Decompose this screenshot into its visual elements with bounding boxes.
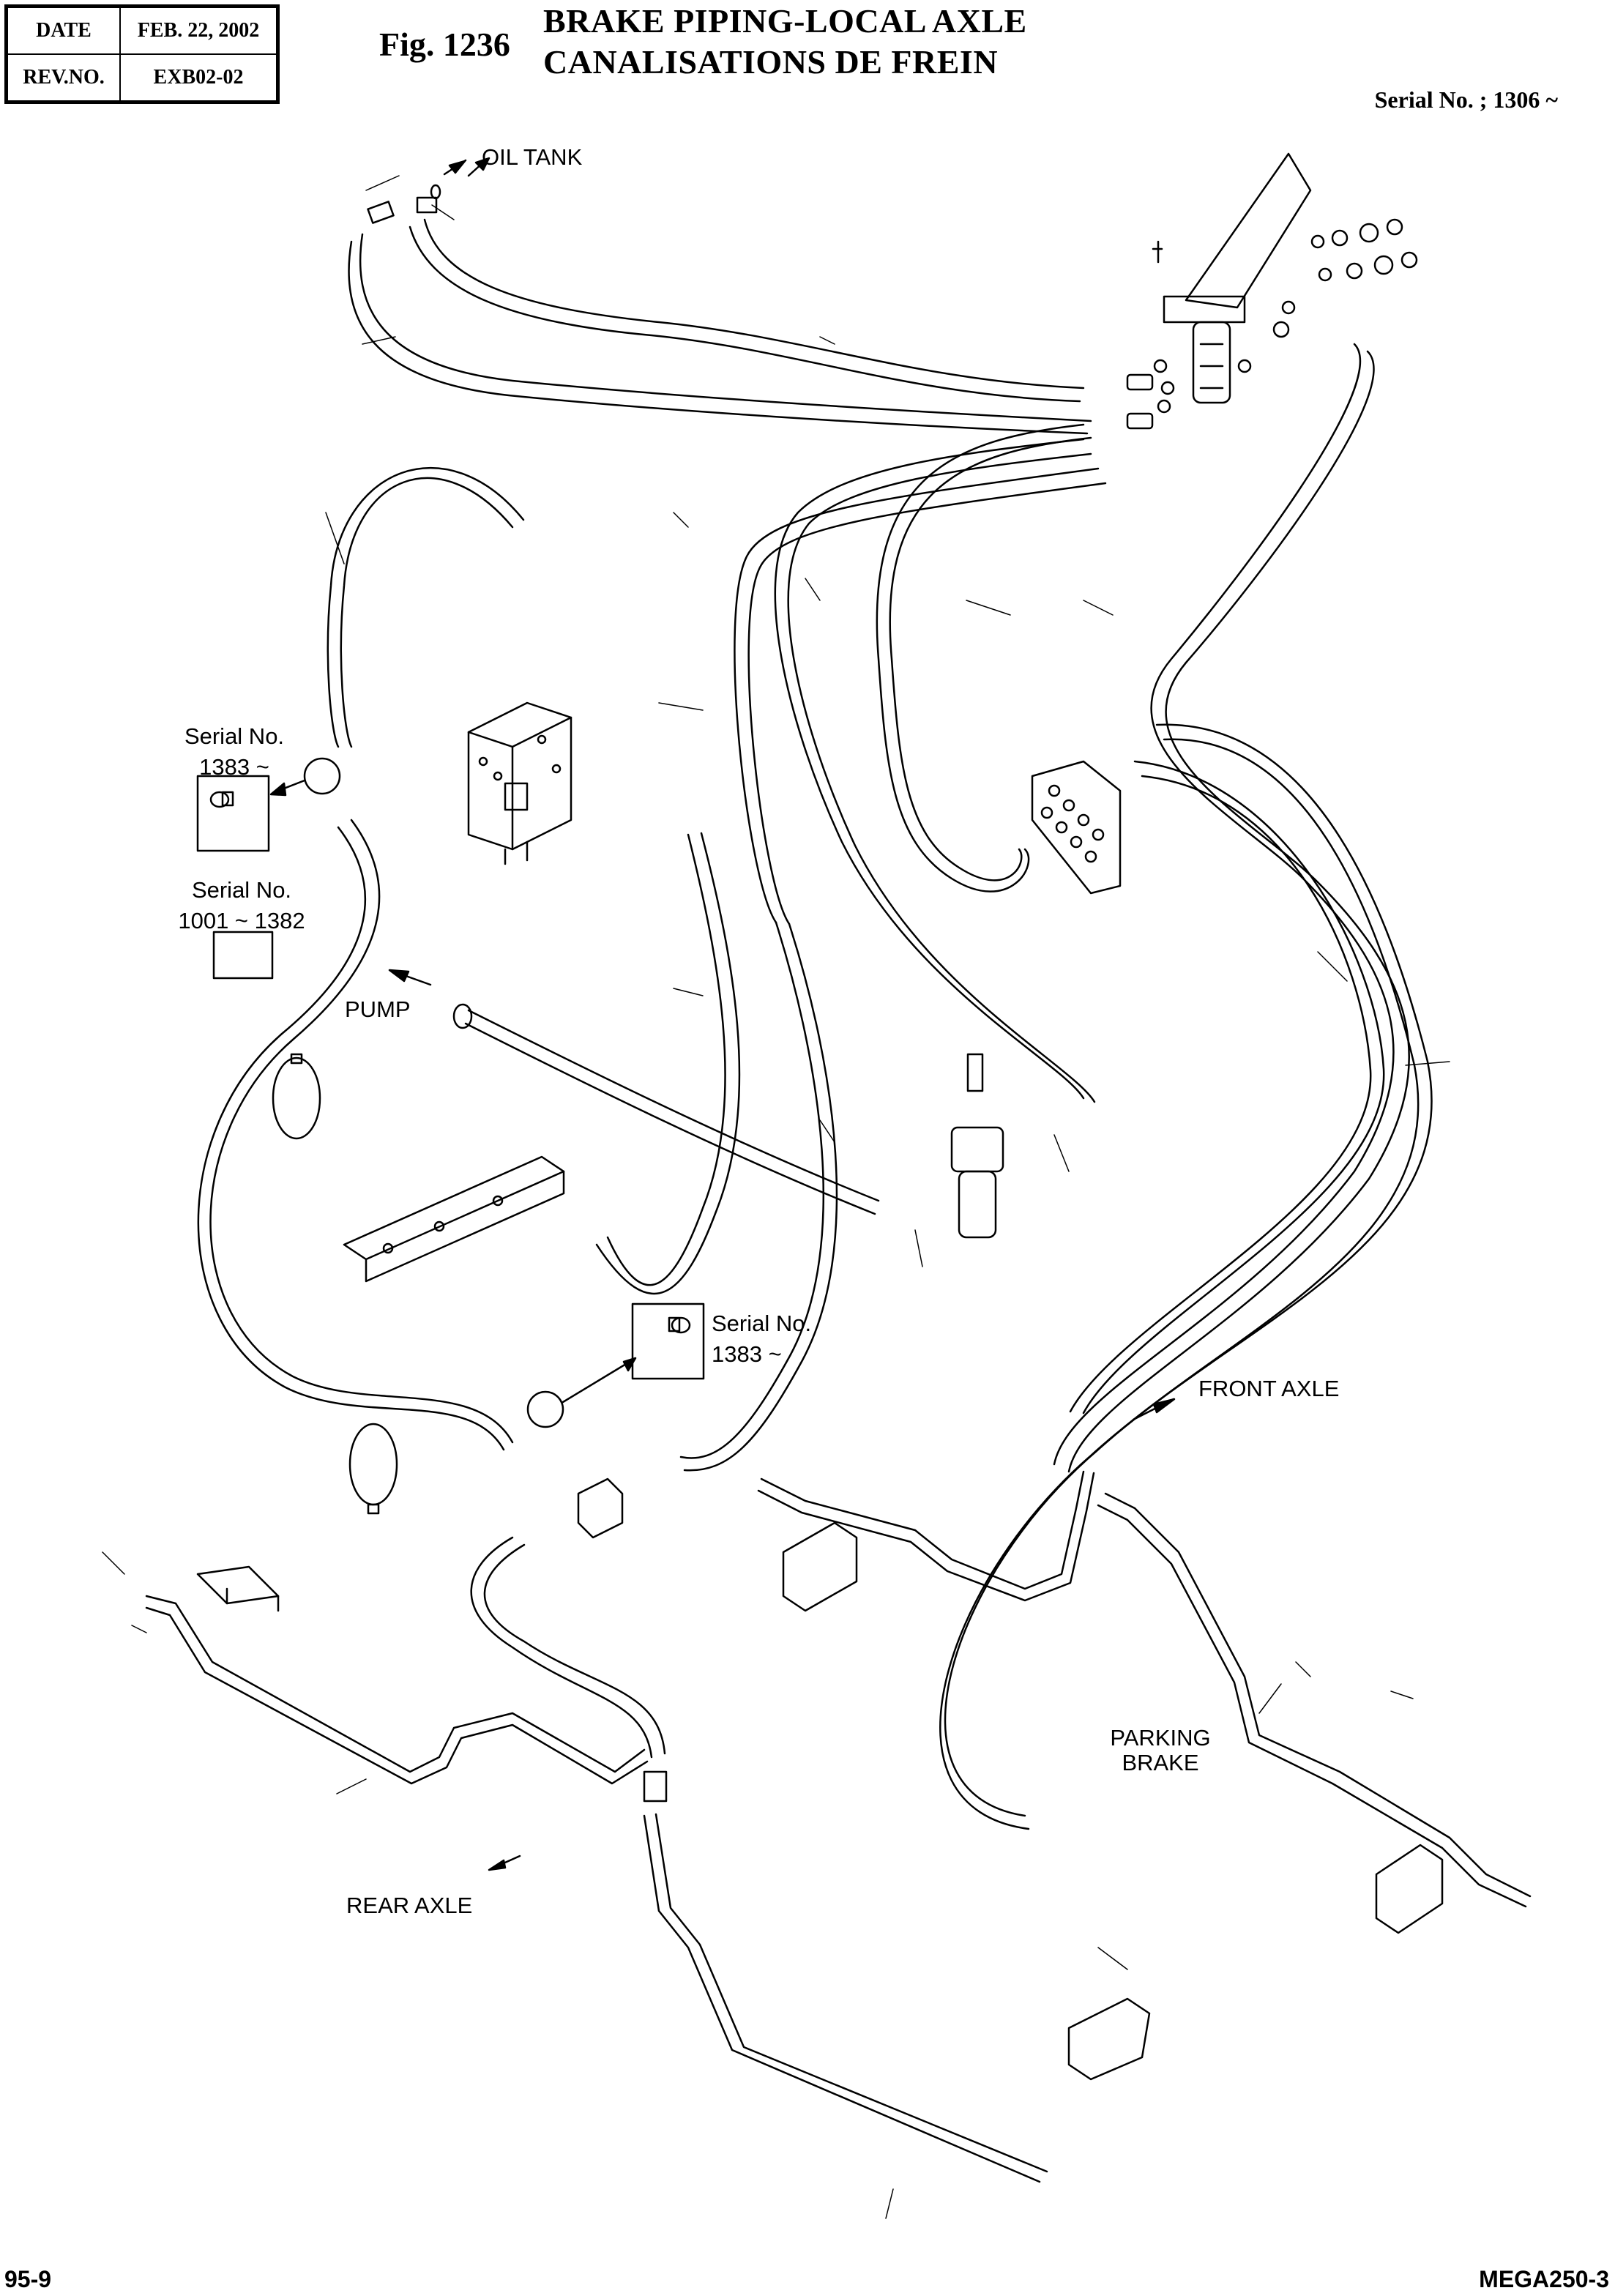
hose-center-bundle xyxy=(734,439,1105,1102)
model-number: MEGA250-3 xyxy=(1479,2266,1609,2292)
revno-value: EXB02-02 xyxy=(119,53,279,103)
inset-label-lower-line2: 1383 ~ xyxy=(712,1341,782,1367)
title-french: CANALISATIONS DE FREIN xyxy=(543,43,999,81)
inset-label-middle: Serial No. 1001 ~ 1382 xyxy=(168,875,315,936)
hose-oil-tank-upper xyxy=(410,220,1083,401)
inset-label-upper-line1: Serial No. xyxy=(184,723,285,749)
date-key: DATE xyxy=(5,5,121,55)
bracket-bottom xyxy=(1069,1999,1149,2079)
page-number: 95-9 xyxy=(4,2266,52,2292)
hose-right-middle xyxy=(1070,761,1384,1413)
bracket-rear-left xyxy=(198,1567,278,1611)
manifold-bar xyxy=(344,1157,564,1281)
date-value: FEB. 22, 2002 xyxy=(119,5,279,55)
arrow-rear-axle xyxy=(489,1856,520,1870)
front-center-pipe xyxy=(758,1472,1094,1600)
revision-row-date: DATE FEB. 22, 2002 xyxy=(5,5,279,55)
figure-number: Fig. 1236 xyxy=(379,26,510,63)
bracket-front-right xyxy=(1376,1845,1442,1933)
inset-plug-upper xyxy=(211,792,233,807)
inset-box-1383-lower xyxy=(633,1304,704,1379)
rear-junction-block xyxy=(578,1479,666,1801)
inset-label-upper-line2: 1383 ~ xyxy=(199,754,269,780)
label-parking-brake: PARKING BRAKE xyxy=(1102,1726,1219,1775)
inset-plug-lower xyxy=(669,1318,690,1332)
hose-left-long xyxy=(198,820,512,1450)
callout-circle-upper xyxy=(271,758,340,795)
hose-right-long xyxy=(1054,344,1409,1472)
inset-label-lower: Serial No. 1383 ~ xyxy=(712,1308,811,1370)
revision-row-revno: REV.NO. EXB02-02 xyxy=(5,53,279,103)
hose-oil-tank-lower xyxy=(348,234,1091,433)
accumulator-upper xyxy=(273,1054,320,1138)
line-filter xyxy=(952,1054,1003,1237)
arrow-pump xyxy=(389,970,430,985)
rear-axle-pipe-down xyxy=(644,1814,1047,2182)
label-rear-axle: REAR AXLE xyxy=(346,1893,473,1918)
brake-pedal-valve xyxy=(1153,154,1310,403)
revno-key: REV.NO. xyxy=(5,53,121,103)
hose-center-vertical xyxy=(597,833,739,1294)
label-oil-tank: OIL TANK xyxy=(482,144,583,170)
label-pump: PUMP xyxy=(345,996,411,1022)
inset-label-lower-line1: Serial No. xyxy=(712,1311,812,1336)
oil-tank-fittings xyxy=(368,158,489,223)
title-english: BRAKE PIPING-LOCAL AXLE xyxy=(543,2,1027,40)
rear-hose xyxy=(471,1538,665,1757)
hose-center-to-valve xyxy=(877,425,1091,892)
arrow-oil-tank xyxy=(444,160,466,174)
inset-box-1383-upper xyxy=(198,776,269,851)
inset-label-middle-line1: Serial No. xyxy=(191,877,292,903)
hose-center-to-rear xyxy=(681,922,837,1470)
front-axle-pipe xyxy=(1098,1494,1530,1906)
arrow-front-axle xyxy=(1133,1399,1174,1420)
pedal-valve-fittings xyxy=(1127,220,1417,428)
rear-axle-pipe-left xyxy=(146,1596,647,1783)
label-parking-brake-line2: BRAKE xyxy=(1122,1750,1199,1775)
inset-label-upper: Serial No. 1383 ~ xyxy=(176,721,293,783)
accumulator-lower xyxy=(350,1424,397,1513)
brake-valve-block xyxy=(469,703,571,864)
hose-left-loop xyxy=(328,468,523,747)
label-parking-brake-line1: PARKING xyxy=(1110,1725,1211,1751)
bracket-center xyxy=(783,1523,857,1611)
hose-right-outer xyxy=(940,725,1431,1829)
callout-circle-lower xyxy=(528,1358,635,1427)
label-front-axle: FRONT AXLE xyxy=(1198,1376,1340,1401)
serial-range: Serial No. ; 1306 ~ xyxy=(1374,86,1558,113)
pump-line xyxy=(454,1004,879,1214)
distribution-block xyxy=(1032,761,1120,893)
inset-box-1001-1382 xyxy=(214,932,272,978)
revision-table: DATE FEB. 22, 2002 REV.NO. EXB02-02 xyxy=(4,4,280,104)
leader-lines xyxy=(102,176,1450,2218)
inset-label-middle-line2: 1001 ~ 1382 xyxy=(178,908,305,933)
